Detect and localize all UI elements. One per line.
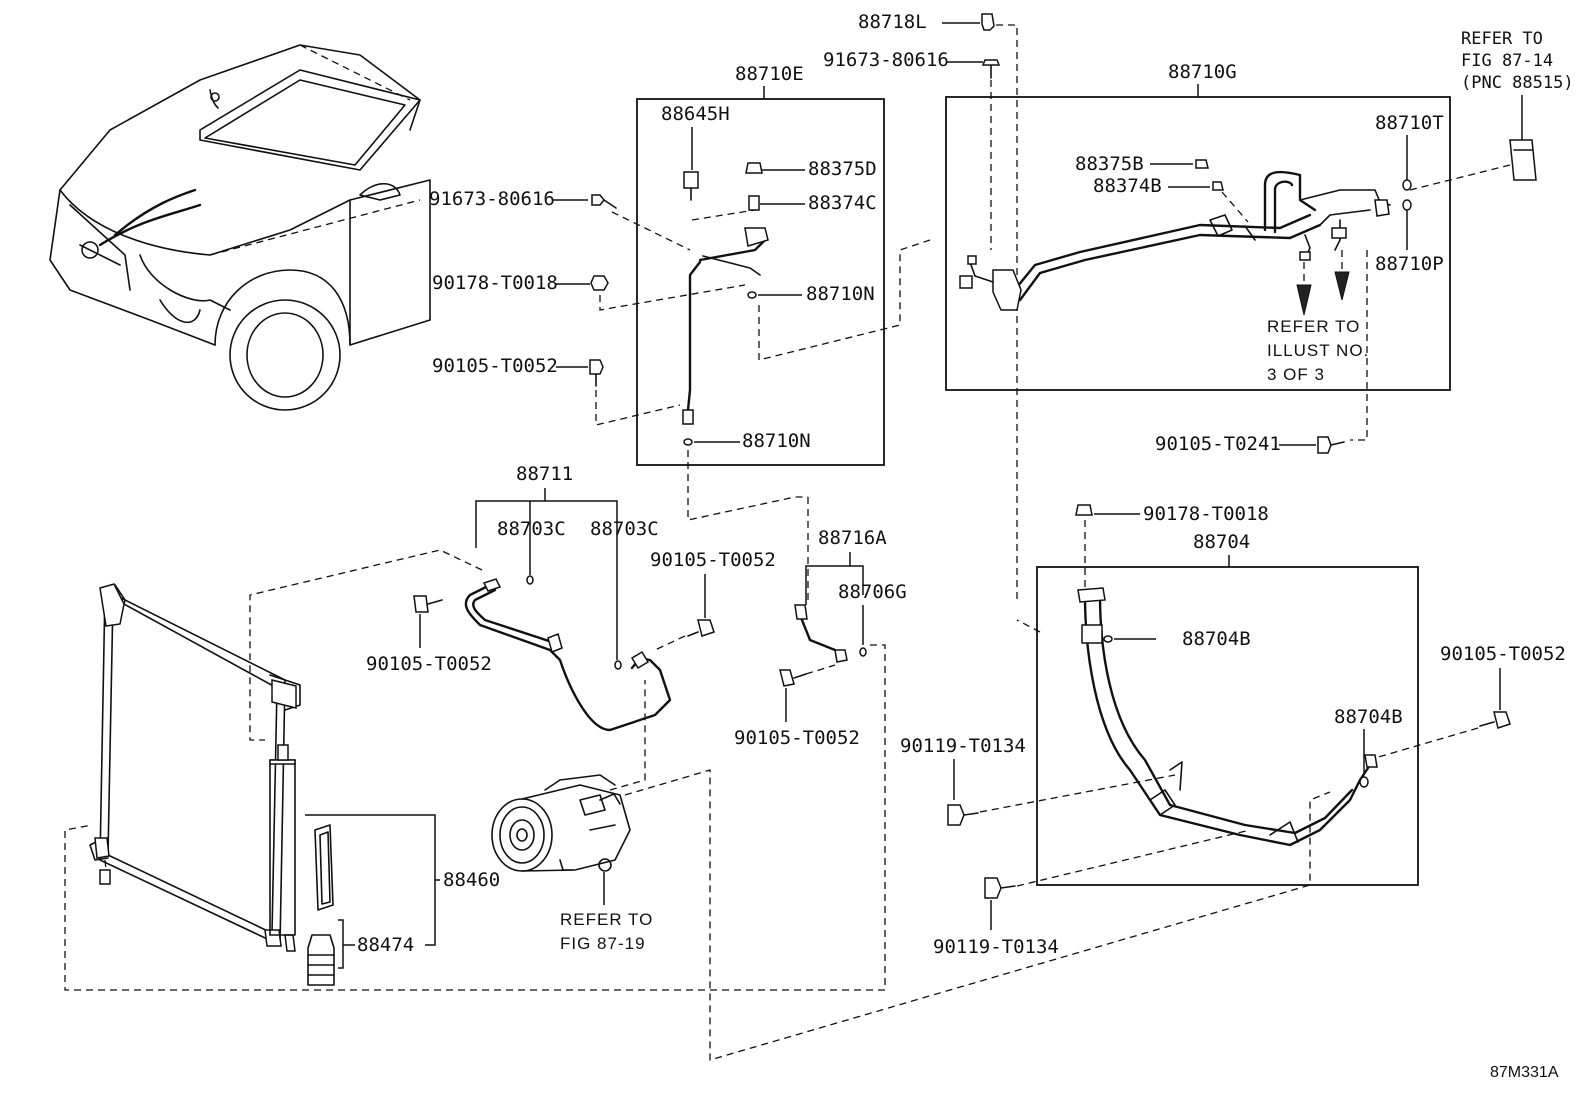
callout-91673-left: 91673-80616	[429, 188, 555, 210]
callout-90105-T0241: 90105-T0241	[1155, 433, 1281, 455]
refer-illust-line3: 3 OF 3	[1267, 365, 1325, 384]
callout-88704: 88704	[1193, 531, 1250, 553]
group-88710E: 88710E 88645H 88375D 88374C 88710N 88710…	[636, 63, 931, 521]
refer-illust-line1: REFER TO	[1267, 317, 1360, 336]
callout-91673-top: 91673-80616	[823, 49, 949, 71]
group-88711: 88711 88703C 88703C 90105-T0052 90105-T0…	[249, 463, 776, 741]
group-88710G: 88710G 88375B 88374B REFER TO	[945, 61, 1511, 441]
refer-fig-87-14: REFER TO FIG 87-14 (PNC 88515)	[1461, 29, 1574, 181]
group-88716A: 88716A 88706G 90105-T0052	[64, 497, 907, 991]
callout-90178-right: 90178-T0018	[1143, 503, 1269, 525]
callout-90105-left: 90105-T0052	[432, 355, 558, 377]
callout-90105-right: 90105-T0052	[1440, 643, 1566, 665]
condenser	[89, 583, 301, 952]
callout-88375D: 88375D	[808, 158, 877, 180]
callout-88703C-a: 88703C	[497, 518, 566, 540]
callout-88710G: 88710G	[1168, 61, 1237, 83]
callout-88716A: 88716A	[818, 527, 887, 549]
refer-fig-87-19-line1: REFER TO	[560, 910, 653, 929]
box-88704	[1036, 566, 1419, 886]
callout-88718L: 88718L	[858, 11, 927, 33]
callout-88710T: 88710T	[1375, 112, 1444, 134]
callout-88710P: 88710P	[1375, 253, 1444, 275]
callout-90105-cond: 90105-T0052	[366, 653, 492, 675]
refer-fig-87-14-line2: FIG 87-14	[1461, 51, 1553, 71]
callout-88645H: 88645H	[661, 103, 730, 125]
refer-fig-87-14-line1: REFER TO	[1461, 29, 1543, 49]
callout-88474: 88474	[357, 934, 414, 956]
refer-illust-line2: ILLUST NO.	[1267, 341, 1369, 360]
refer-fig-87-14-line3: (PNC 88515)	[1461, 73, 1574, 93]
box-88710G	[945, 96, 1451, 391]
callout-90105-low: 90105-T0052	[734, 727, 860, 749]
receiver-part	[1509, 139, 1537, 181]
group-88704: 90178-T0018 88704 88704B 88704B 90119-T0…	[900, 503, 1566, 958]
callout-90119-b: 90119-T0134	[933, 936, 1059, 958]
pressure-switch	[683, 171, 699, 189]
top-center-fasteners: 88718L 91673-80616	[823, 11, 1018, 600]
desiccant-parts: 88460 88474	[305, 814, 500, 986]
callout-88375B: 88375B	[1075, 153, 1144, 175]
refer-fig-87-19-line2: FIG 87-19	[560, 934, 646, 953]
callout-88704B-a: 88704B	[1182, 628, 1251, 650]
callout-90105-mid: 90105-T0052	[650, 549, 776, 571]
box-88710E	[636, 98, 885, 466]
callout-88711: 88711	[516, 463, 573, 485]
callout-88460: 88460	[443, 869, 500, 891]
callout-88374C: 88374C	[808, 192, 877, 214]
callout-88703C-b: 88703C	[590, 518, 659, 540]
callout-88710N-a: 88710N	[806, 283, 875, 305]
figure-code: 87M331A	[1490, 1064, 1559, 1081]
vehicle-illustration	[49, 44, 431, 411]
callout-88710E: 88710E	[735, 63, 804, 85]
callout-90178-left: 90178-T0018	[432, 272, 558, 294]
callout-88374B: 88374B	[1093, 175, 1162, 197]
callout-90119-a: 90119-T0134	[900, 735, 1026, 757]
callout-88704B-b: 88704B	[1334, 706, 1403, 728]
fastener-90105-T0241: 90105-T0241	[1155, 433, 1345, 455]
callout-88710N-b: 88710N	[742, 430, 811, 452]
callout-88706G: 88706G	[838, 581, 907, 603]
left-fasteners: 91673-80616 90178-T0018 90105-T0052	[429, 188, 746, 426]
compressor: REFER TO FIG 87-19	[491, 680, 1331, 1061]
